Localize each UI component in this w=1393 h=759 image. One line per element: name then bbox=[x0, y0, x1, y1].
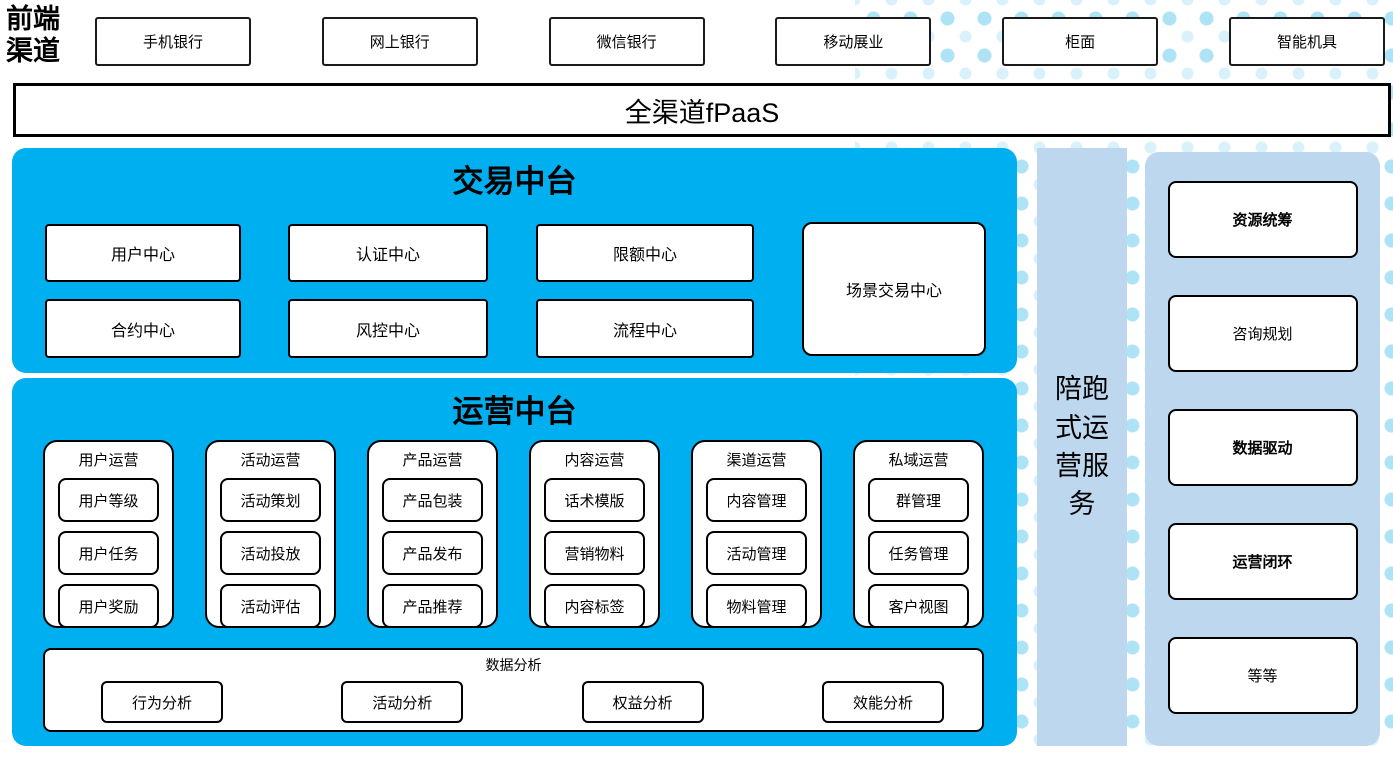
group-title: 内容运营 bbox=[564, 452, 625, 469]
channel-mobile-sales: 移动展业 bbox=[775, 17, 932, 66]
service-panel: 资源统筹 咨询规划 数据驱动 运营闭环 等等 bbox=[1145, 152, 1380, 746]
group-product-operation: 产品运营 产品包装 产品发布 产品推荐 bbox=[367, 440, 498, 628]
channel-counter: 柜面 bbox=[1002, 17, 1159, 66]
box-scenario-transaction-center: 场景交易中心 bbox=[802, 222, 986, 356]
box-user-center: 用户中心 bbox=[45, 224, 241, 282]
channel-wechat-banking: 微信银行 bbox=[548, 17, 705, 66]
box-process-center: 流程中心 bbox=[536, 299, 754, 358]
group-title: 渠道运营 bbox=[726, 452, 787, 469]
data-analysis-container: 数据分析 行为分析 活动分析 权益分析 效能分析 bbox=[43, 648, 984, 732]
sub-box: 产品发布 bbox=[382, 531, 483, 575]
front-channels-row: 手机银行 网上银行 微信银行 移动展业 柜面 智能机具 bbox=[95, 17, 1385, 66]
box-rights-analysis: 权益分析 bbox=[581, 681, 704, 723]
sub-box: 活动策划 bbox=[220, 478, 321, 522]
sub-box: 用户奖励 bbox=[58, 584, 159, 628]
group-activity-operation: 活动运营 活动策划 活动投放 活动评估 bbox=[205, 440, 336, 628]
box-etc: 等等 bbox=[1167, 637, 1358, 714]
sub-box: 内容标签 bbox=[544, 584, 645, 628]
sub-box: 营销物料 bbox=[544, 531, 645, 575]
sub-box: 活动管理 bbox=[706, 531, 807, 575]
box-activity-analysis: 活动分析 bbox=[341, 681, 464, 723]
sub-box: 产品包装 bbox=[382, 478, 483, 522]
sub-box: 群管理 bbox=[868, 478, 969, 522]
sub-box: 任务管理 bbox=[868, 531, 969, 575]
group-title: 产品运营 bbox=[402, 452, 463, 469]
data-analysis-title: 数据分析 bbox=[485, 657, 542, 673]
channel-online-banking: 网上银行 bbox=[321, 17, 478, 66]
sub-box: 产品推荐 bbox=[382, 584, 483, 628]
operation-groups-row: 用户运营 用户等级 用户任务 用户奖励 活动运营 活动策划 活动投放 活动评估 … bbox=[43, 440, 984, 628]
transaction-platform-title: 交易中台 bbox=[452, 164, 577, 199]
accompanying-operation-service-label: 陪跑式运营服务 bbox=[1055, 374, 1109, 520]
sub-box: 用户任务 bbox=[58, 531, 159, 575]
fpaas-bar: 全渠道fPaaS bbox=[13, 83, 1391, 137]
operation-platform-title: 运营中台 bbox=[452, 394, 577, 429]
operation-platform-section: 运营中台 用户运营 用户等级 用户任务 用户奖励 活动运营 活动策划 活动投放 … bbox=[12, 378, 1017, 746]
box-limit-center: 限额中心 bbox=[536, 224, 754, 282]
group-title: 用户运营 bbox=[78, 452, 139, 469]
group-private-domain-operation: 私域运营 群管理 任务管理 客户视图 bbox=[853, 440, 984, 628]
sub-box: 用户等级 bbox=[58, 478, 159, 522]
box-risk-center: 风控中心 bbox=[288, 299, 488, 358]
accompanying-operation-service-bar: 陪跑式运营服务 bbox=[1037, 148, 1127, 746]
transaction-platform-section: 交易中台 用户中心 认证中心 限额中心 合约中心 风控中心 流程中心 场景交易中… bbox=[12, 148, 1017, 373]
group-user-operation: 用户运营 用户等级 用户任务 用户奖励 bbox=[43, 440, 174, 628]
sub-box: 话术模版 bbox=[544, 478, 645, 522]
channel-smart-devices: 智能机具 bbox=[1228, 17, 1385, 66]
data-analysis-row: 行为分析 活动分析 权益分析 效能分析 bbox=[101, 681, 944, 723]
box-contract-center: 合约中心 bbox=[45, 299, 241, 358]
box-efficiency-analysis: 效能分析 bbox=[821, 681, 944, 723]
sub-box: 客户视图 bbox=[868, 584, 969, 628]
sub-box: 活动投放 bbox=[220, 531, 321, 575]
box-resource-coordination: 资源统筹 bbox=[1167, 181, 1358, 258]
group-channel-operation: 渠道运营 内容管理 活动管理 物料管理 bbox=[691, 440, 822, 628]
sub-box: 物料管理 bbox=[706, 584, 807, 628]
box-data-driven: 数据驱动 bbox=[1167, 409, 1358, 486]
sub-box: 活动评估 bbox=[220, 584, 321, 628]
box-behavior-analysis: 行为分析 bbox=[101, 681, 223, 723]
group-title: 私域运营 bbox=[888, 452, 949, 469]
box-auth-center: 认证中心 bbox=[288, 224, 488, 282]
box-operation-closed-loop: 运营闭环 bbox=[1167, 523, 1358, 600]
box-consulting-planning: 咨询规划 bbox=[1167, 295, 1358, 372]
sub-box: 内容管理 bbox=[706, 478, 807, 522]
channel-mobile-banking: 手机银行 bbox=[95, 17, 251, 66]
front-channels-label: 前端渠道 bbox=[6, 4, 60, 66]
group-content-operation: 内容运营 话术模版 营销物料 内容标签 bbox=[529, 440, 660, 628]
group-title: 活动运营 bbox=[240, 452, 301, 469]
